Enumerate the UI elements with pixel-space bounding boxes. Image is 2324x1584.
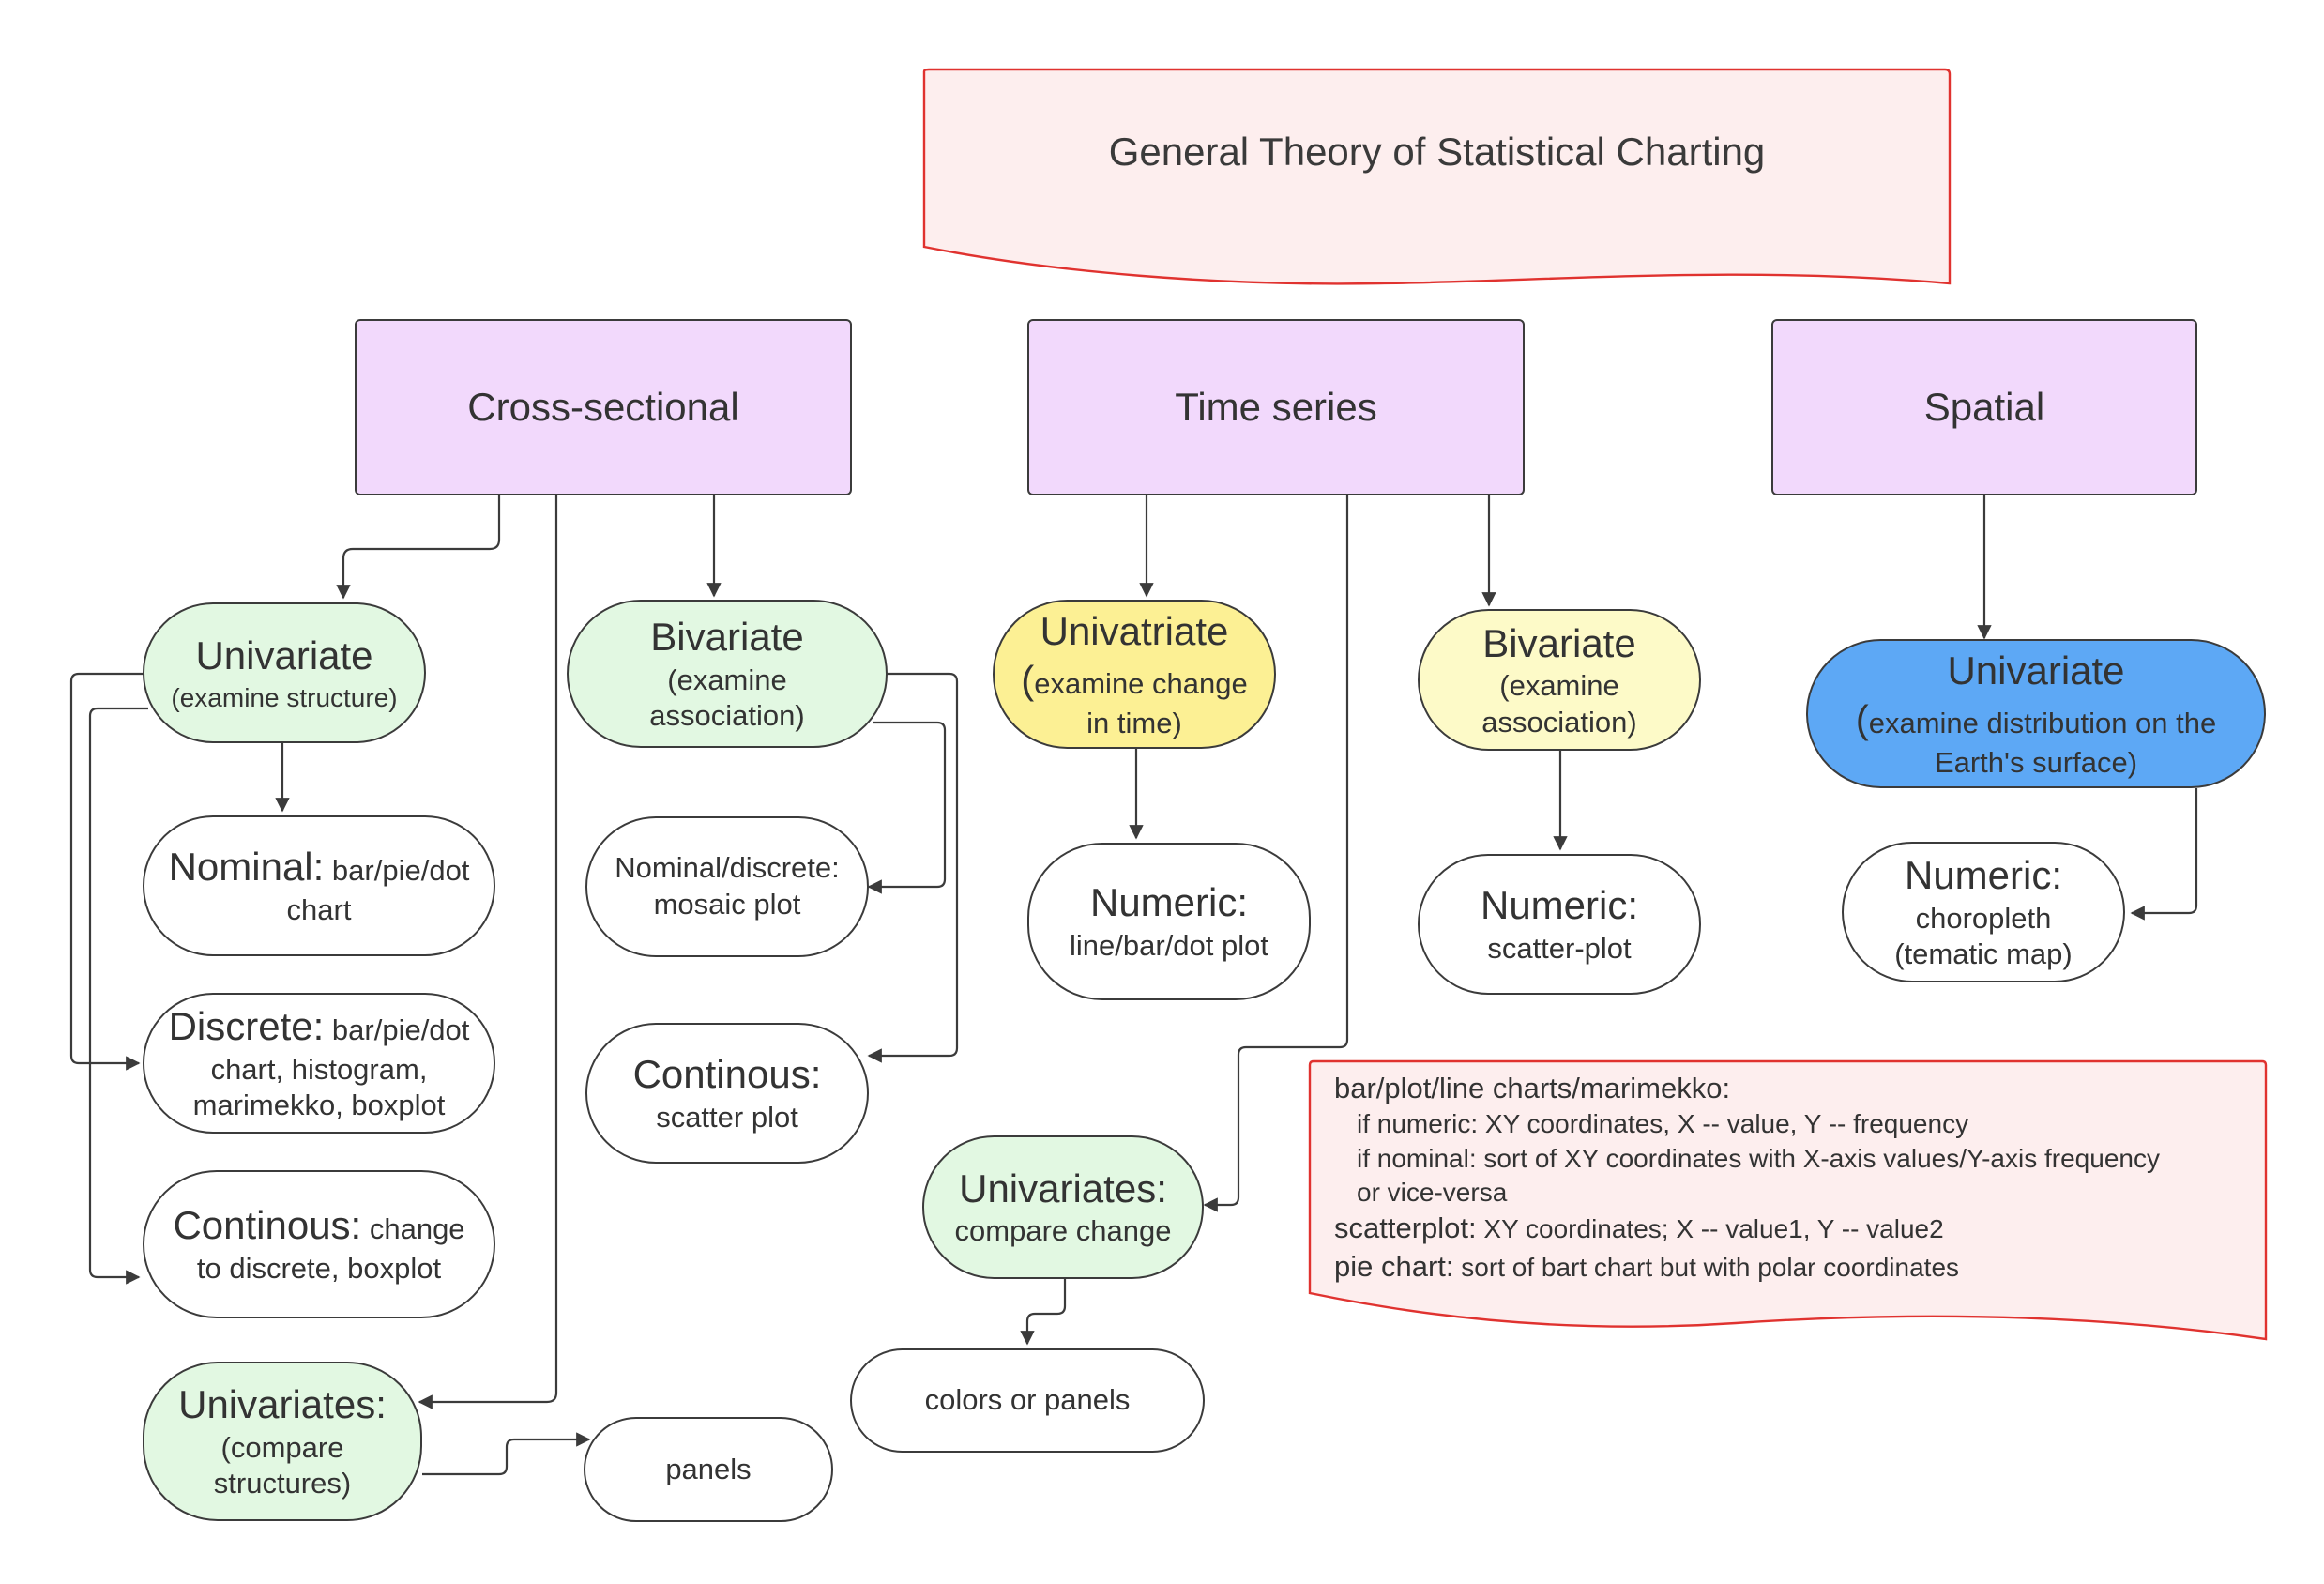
cs-univariates-title: Univariates:: [178, 1382, 387, 1426]
cs-univariates-line2: (compare: [220, 1430, 344, 1464]
edge-bivariate-to-scatter: [867, 672, 959, 1063]
edge-univariates-to-colors: [1020, 1279, 1067, 1346]
ts-univariates-title: Univariates:: [959, 1165, 1167, 1211]
ts-univariates-node: Univariates: compare change: [922, 1135, 1204, 1279]
ts-univariate-line2: examine change: [1034, 667, 1248, 701]
cs-univariate-title: Univariate: [195, 633, 373, 678]
ts-bivariate-title: Bivariate: [1482, 620, 1636, 665]
note-line-1: bar/plot/line charts/marimekko:: [1334, 1072, 1731, 1104]
ts-numeric-line2: line/bar/dot plot: [1070, 928, 1268, 962]
edge-univariate-to-continuous: [88, 707, 148, 1285]
cs-mosaic-line2: mosaic plot: [653, 888, 801, 921]
sp-numeric-node: Numeric: choropleth (tematic map): [1842, 842, 2125, 982]
ts-univariate-paren: (: [1021, 658, 1035, 703]
edge-bivariate-to-mosaic: [867, 721, 947, 894]
time-series-box: Time series: [1027, 319, 1525, 495]
cs-discrete-head: Discrete:: [168, 1004, 325, 1048]
ts-colors-panels-label: colors or panels: [924, 1383, 1131, 1417]
sp-univariate-node: Univariate (examine distribution on the …: [1806, 639, 2266, 788]
cs-univariate-node: Univariate (examine structure): [143, 602, 426, 743]
edge-cross-to-univariates: [418, 495, 558, 1409]
ts-bivariate-node: Bivariate (examine association): [1418, 609, 1701, 751]
ts-univariate-title: Univatriate: [1040, 608, 1229, 653]
spatial-box: Spatial: [1771, 319, 2197, 495]
cs-scatter-line2: scatter plot: [656, 1100, 798, 1134]
edge-cross-to-univariate: [336, 495, 501, 600]
sp-univariate-line2: examine distribution on the: [1868, 707, 2217, 740]
cs-discrete-rest3: marimekko, boxplot: [192, 1089, 446, 1122]
edge-spatial-univariate-to-numeric: [2130, 788, 2198, 921]
note-line-5: scatterplot: XY coordinates; X -- value1…: [1334, 1211, 1944, 1245]
cross-sectional-box: Cross-sectional: [355, 319, 852, 495]
cs-panels-node: panels: [584, 1417, 833, 1522]
sp-numeric-head: Numeric:: [1904, 853, 2063, 897]
note-line-2: if numeric: XY coordinates, X -- value, …: [1357, 1109, 1969, 1139]
edge-univariate-to-discrete: [69, 672, 144, 1071]
cs-nominal-rest2: chart: [286, 892, 352, 926]
cs-continuous-node: Continous: change to discrete, boxplot: [143, 1170, 495, 1318]
cs-nominal-rest1: bar/pie/dot: [324, 854, 470, 888]
ts-bivariate-line3: association): [1481, 705, 1637, 739]
cs-mosaic-line1: Nominal/discrete:: [615, 851, 840, 885]
cs-continuous-head: Continous:: [173, 1203, 362, 1248]
ts-scatter-line2: scatter-plot: [1487, 931, 1632, 965]
cs-nominal-head: Nominal:: [168, 845, 325, 890]
time-series-label: Time series: [1175, 384, 1377, 429]
cs-bivariate-sub: (examine association): [649, 663, 805, 733]
cs-continuous-rest1: change: [361, 1212, 465, 1246]
note-line-6: pie chart: sort of bart chart but with p…: [1334, 1249, 1960, 1283]
ts-scatter-node: Numeric: scatter-plot: [1418, 854, 1701, 995]
ts-univariate-node: Univatriate (examine change in time): [993, 600, 1276, 749]
cross-sectional-label: Cross-sectional: [467, 384, 739, 429]
cs-bivariate-node: Bivariate (examine association): [567, 600, 888, 748]
ts-numeric-node: Numeric: line/bar/dot plot: [1027, 843, 1311, 1000]
ts-scatter-head: Numeric:: [1480, 883, 1639, 928]
note-banner-shape: [1308, 1059, 2268, 1341]
ts-univariates-line2: compare change: [954, 1214, 1172, 1248]
cs-scatter-node: Continous: scatter plot: [585, 1023, 869, 1164]
cs-discrete-rest1: bar/pie/dot: [324, 1013, 470, 1046]
cs-discrete-node: Discrete: bar/pie/dot chart, histogram, …: [143, 993, 495, 1134]
title-banner-shape: [922, 68, 1952, 285]
edge-univariates-to-panels: [422, 1432, 591, 1476]
cs-scatter-head: Continous:: [632, 1052, 822, 1097]
ts-bivariate-line2: (examine: [1499, 669, 1619, 702]
cs-mosaic-node: Nominal/discrete: mosaic plot: [585, 816, 869, 957]
ts-univariate-line3: in time): [1086, 706, 1182, 739]
ts-colors-panels-node: colors or panels: [850, 1348, 1205, 1453]
cs-bivariate-title: Bivariate: [650, 615, 804, 659]
ts-numeric-head: Numeric:: [1089, 880, 1249, 925]
sp-univariate-line3: Earth's surface): [1934, 745, 2138, 779]
cs-univariates-line3: structures): [213, 1467, 352, 1500]
cs-panels-label: panels: [665, 1452, 752, 1485]
cs-continuous-rest2: to discrete, boxplot: [196, 1251, 442, 1285]
note-line-3: if nominal: sort of XY coordinates with …: [1357, 1143, 2160, 1173]
cs-discrete-rest2: chart, histogram,: [210, 1052, 428, 1086]
cs-univariates-node: Univariates: (compare structures): [143, 1362, 422, 1521]
sp-univariate-title: Univariate: [1947, 647, 2125, 693]
diagram-title: General Theory of Statistical Charting: [1108, 129, 1766, 174]
cs-univariate-sub: (examine structure): [171, 682, 398, 712]
sp-univariate-paren: (: [1855, 697, 1869, 742]
cs-nominal-node: Nominal: bar/pie/dot chart: [143, 815, 495, 956]
sp-numeric-line3: (tematic map): [1894, 937, 2073, 971]
spatial-label: Spatial: [1923, 384, 2045, 429]
edge-time-to-univariates: [1203, 495, 1349, 1212]
note-line-4: or vice-versa: [1357, 1178, 1508, 1208]
note-text: bar/plot/line charts/marimekko: if numer…: [1334, 1070, 2254, 1286]
sp-numeric-line2: choropleth: [1915, 901, 2052, 935]
